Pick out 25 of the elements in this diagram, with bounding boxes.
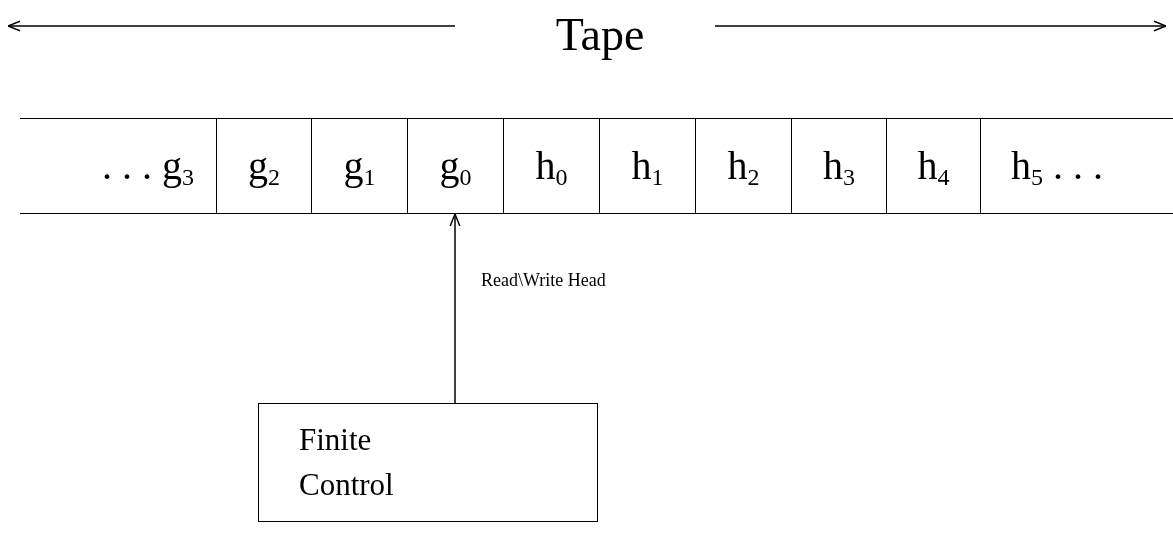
tape-cell [791,118,886,214]
box-label: Finite Control [299,421,395,504]
edge-label: Read\Write Head [481,270,606,291]
tape-symbol: . . . g$_{3}$ [102,141,194,191]
tape-cell [407,118,503,214]
tape-cell [20,118,216,214]
tape-cell [886,118,980,214]
tape-symbol: h$_{4}$ [917,141,950,191]
tape-symbol: h$_{2}$ [727,141,760,191]
tape-symbol: h$_{3}$ [823,141,855,191]
tape-cell [311,118,407,214]
arrow [449,213,461,404]
title: Tape [554,12,646,58]
tape-cell [695,118,791,214]
tape-cell [503,118,599,214]
tape-cell [599,118,695,214]
tape-symbol: h$_{0}$ [535,141,568,191]
tape-symbol: h$_{5}$ . . . [1011,141,1103,191]
tape-cell [980,118,1173,214]
tape-symbol: g$_{1}$ [343,141,376,191]
tape-symbol: g$_{0}$ [439,141,472,191]
tape-symbol: h$_{1}$ [631,141,664,191]
tape-symbol: g$_{2}$ [248,141,280,191]
tape-cell [216,118,311,214]
process-box [258,403,598,522]
